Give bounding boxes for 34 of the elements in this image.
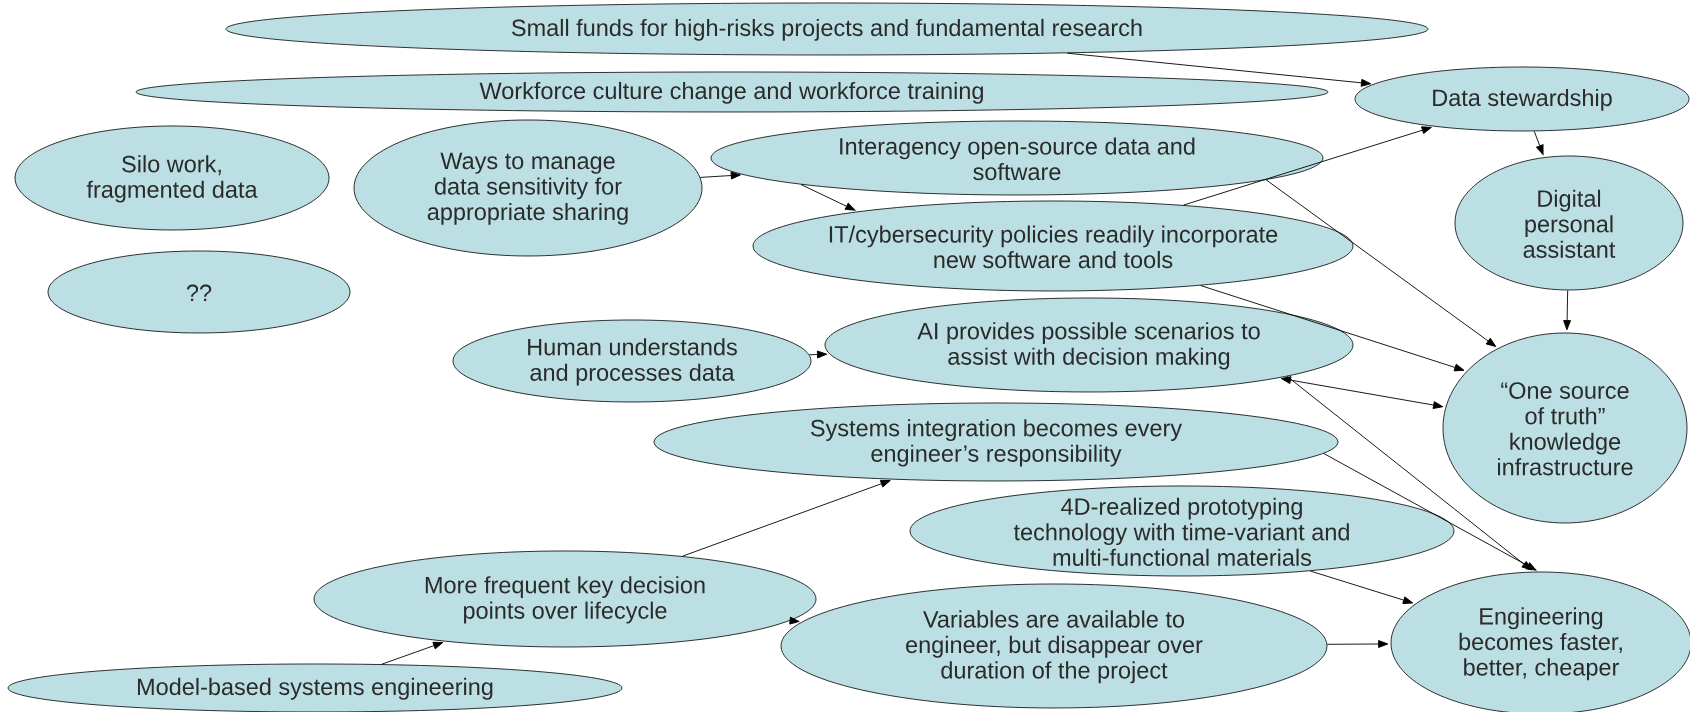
ellipse-node: Engineering becomes faster, better, cheaper [1390,571,1690,712]
ellipse-node: “One source of truth” knowledge infrastructure [1442,332,1688,524]
arrow [1326,640,1389,648]
arrow [1280,376,1444,409]
arrow [789,616,800,625]
arrow [381,641,444,665]
arrow [1309,570,1414,604]
arrow [1286,375,1532,571]
ellipse-node: More frequent key decision points over lifecycle [313,550,817,648]
ellipse-node: Workforce culture change and workforce training [135,71,1329,113]
ellipse-node: AI provides possible scenarios to assist with decision making [824,297,1354,393]
ellipse-node: Data stewardship [1354,66,1690,132]
ellipse-node: IT/cybersecurity policies readily incorporate new software and tools [752,200,1354,292]
ellipse-node: Silo work, fragmented data [14,125,330,231]
ellipse-node: Systems integration becomes every engineer’s responsibility [653,402,1339,482]
arrow [800,184,856,211]
ellipse-node: Digital personal assistant [1454,155,1684,291]
ellipse-node: 4D-realized prototyping technology with time-variant and multi-functional materials [909,485,1455,577]
ellipse-node: Interagency open-source data and software [710,120,1324,196]
arrow [1183,126,1432,206]
arrow [699,171,741,180]
arrow [682,479,891,557]
arrow [1323,453,1537,571]
ellipse-node: Ways to manage data sensitivity for appropriate sharing [353,119,703,257]
ellipse-node: Small funds for high-risks projects and fundamental research [225,2,1429,56]
ellipse-node: ?? [47,250,351,334]
arrow [808,350,828,359]
arrow [1533,130,1544,156]
ellipse-node: Human understands and processes data [452,319,812,403]
arrow [1563,289,1571,331]
ellipse-node: Variables are available to engineer, but disappear over duration of the project [780,583,1328,709]
arrow [1265,179,1497,347]
ellipse-node: Model-based systems engineering [7,663,623,712]
arrow [1200,285,1465,372]
